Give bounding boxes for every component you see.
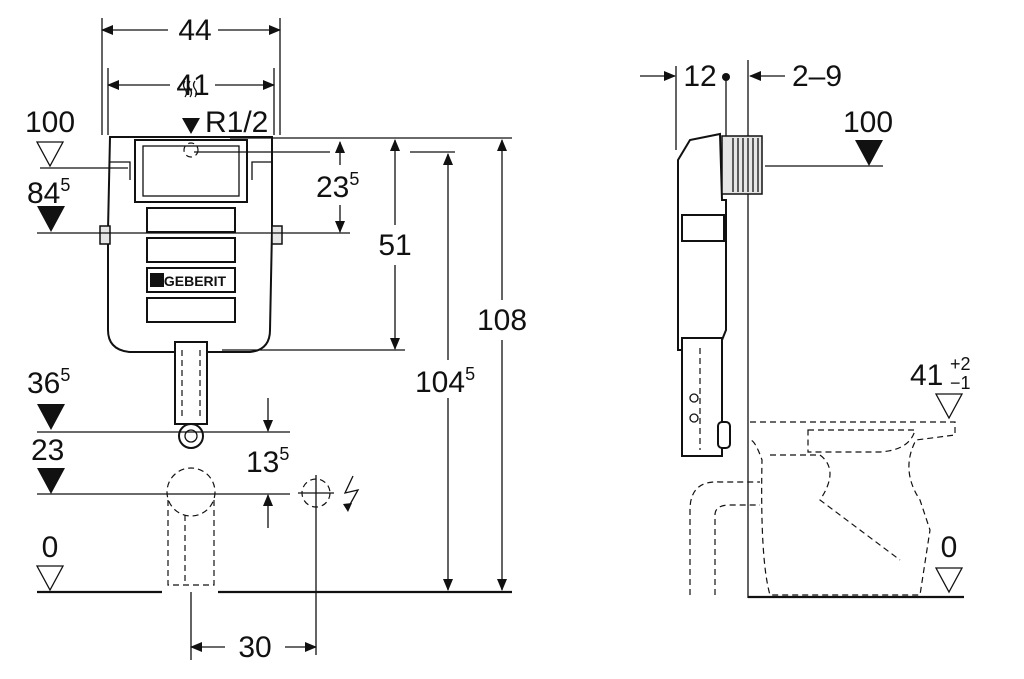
dim-23-5-base: 23 (316, 171, 349, 204)
drain-pipe-side (689, 481, 760, 595)
level-23-label: 23 (31, 434, 64, 467)
side-level-41: 41 (910, 359, 943, 392)
dim-13-5-sup: 5 (279, 444, 289, 464)
level-84-label: 845 (27, 175, 70, 210)
flush-pipe (174, 341, 208, 425)
water-supply-icon (182, 80, 198, 98)
dim-2-9: 2–9 (792, 60, 842, 93)
dim-13-5-base: 13 (246, 446, 279, 479)
level-0-label: 0 (42, 531, 59, 564)
dim-104-5: 1045 (415, 364, 475, 399)
dim-51: 51 (378, 229, 411, 262)
side-level-0: 0 (941, 531, 958, 564)
level-36-5-sup: 5 (60, 365, 70, 385)
dim-23-5-sup: 5 (349, 169, 359, 189)
dim-23-5: 235 (316, 169, 359, 204)
wc-bowl (749, 421, 956, 596)
level-100-label: 100 (25, 106, 75, 139)
level-84-sup: 5 (60, 175, 70, 195)
level-36-5: 365 (27, 365, 70, 400)
brand-logo: GEBERIT (164, 273, 227, 289)
dim-104-5-base: 104 (415, 366, 465, 399)
water-connection-label: R1/2 (205, 106, 268, 139)
front-view: 44 41 R1/2 GEBERIT (25, 14, 527, 664)
level-84-base: 84 (27, 177, 60, 210)
bracket-left (99, 225, 111, 245)
tolerance-minus: −1 (950, 373, 971, 393)
side-view: 12 2–9 100 41 +2 −1 (640, 60, 971, 599)
side-level-41-base: 41 (910, 359, 943, 392)
flush-pipe-side (681, 337, 723, 457)
logo-plate (146, 267, 236, 293)
side-level-100: 100 (843, 106, 893, 139)
level-36-5-base: 36 (27, 367, 60, 400)
tolerance-plus: +2 (950, 354, 971, 374)
dim-104-5-sup: 5 (465, 364, 475, 384)
dim-13-5: 135 (246, 444, 289, 479)
water-inlet-arrow (182, 118, 200, 134)
inspection-opening (134, 139, 248, 203)
outlet-circle (166, 467, 216, 517)
dim-108: 108 (477, 304, 527, 337)
dim-30: 30 (238, 631, 271, 664)
electric-icon (343, 475, 360, 509)
width-outer-dim: 44 (178, 14, 211, 47)
dim-12: 12 (683, 60, 716, 93)
bracket-right (271, 225, 283, 245)
